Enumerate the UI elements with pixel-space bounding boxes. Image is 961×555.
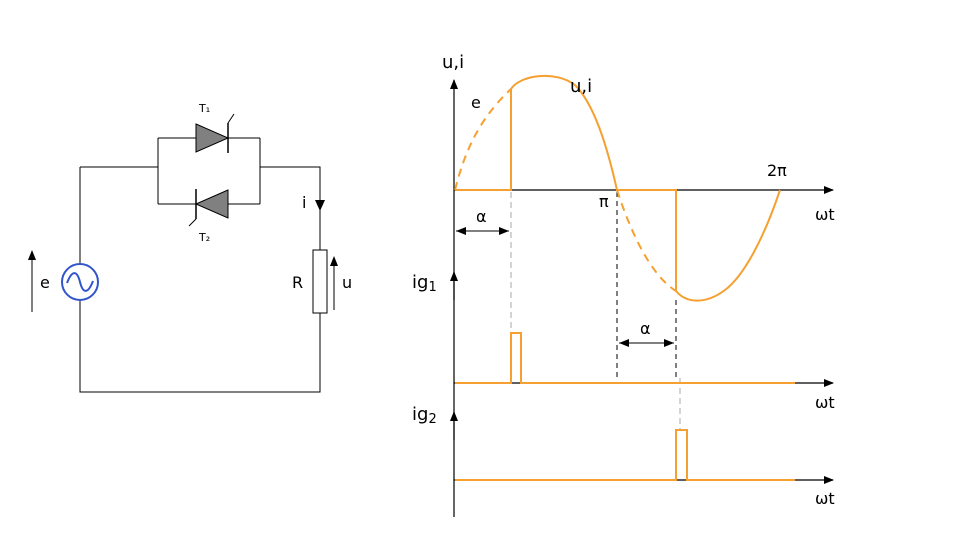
ig2-label: ig2 [412,404,437,427]
alpha2-label: α [640,319,651,338]
omega-t-label-3: ωt [815,489,835,508]
circuit: T₁ T₂ e i R u [28,102,352,393]
current-arrow [315,200,325,211]
alpha2-dimension [619,339,674,347]
ig1-waveform [455,332,795,384]
pi-label: π [599,192,609,211]
alpha1-dimension [456,227,509,235]
thyristor-t2-label: T₂ [198,231,210,244]
ui-waveform [455,74,781,302]
resistor-label: R [292,273,303,292]
source-e-dashed-positive [454,88,512,191]
source-label: e [40,273,50,292]
ig2-waveform [455,429,795,481]
ig2-label-sub: 2 [428,412,436,427]
omega-t-label-2: ωt [815,393,835,412]
thyristor-t1-label: T₁ [198,102,210,115]
source-e-dashed-negative [616,189,677,292]
ig2-label-main: ig [412,404,428,425]
wire-top-right [260,166,321,250]
ig1-label: ig1 [412,272,437,295]
waveform-plot: α α u,i e u,i π 2π ωt ig1 ωt ig2 ωt [412,52,835,517]
two-pi-label: 2π [767,161,787,180]
voltage-label: u [342,273,352,292]
ig1-label-sub: 1 [428,280,436,295]
ig1-label-main: ig [412,272,428,293]
curve-ui-label: u,i [570,76,592,97]
thyristor-t1-icon [195,113,235,153]
y-axis-label: u,i [442,52,464,73]
ac-source-icon [61,263,99,301]
current-label: i [302,193,306,212]
wire-left-bottom [79,300,321,393]
curve-e-label: e [471,93,481,112]
thyristor-t2-icon [188,189,229,227]
alpha1-label: α [476,207,487,226]
resistor-icon [312,249,328,314]
omega-t-label-1: ωt [815,205,835,224]
